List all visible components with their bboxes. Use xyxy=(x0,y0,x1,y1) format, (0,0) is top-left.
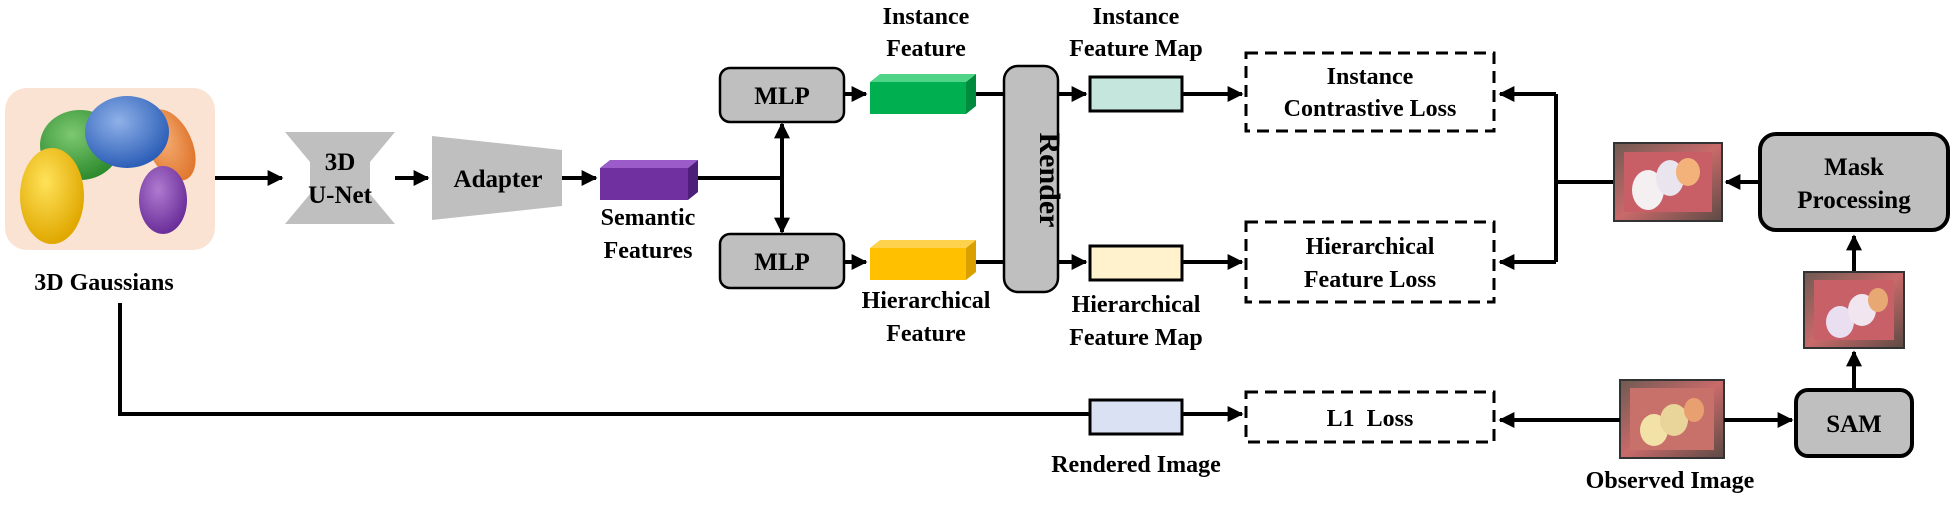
inst-loss-label-2: Contrastive Loss xyxy=(1284,96,1457,122)
mlp-bottom-label: MLP xyxy=(754,249,810,276)
unet-block xyxy=(285,132,395,224)
mask-processing-block xyxy=(1758,132,1950,232)
gaussians-label: 3D Gaussians xyxy=(34,270,173,296)
instance-map-label-1: Instance xyxy=(1093,4,1180,30)
observed-image-label: Observed Image xyxy=(1586,468,1755,494)
semantic-label-2: Features xyxy=(604,238,693,264)
inst-loss-label-1: Instance xyxy=(1327,64,1414,90)
purple-gaussian xyxy=(139,166,187,234)
blue-gaussian xyxy=(85,96,169,168)
instance-feature-map xyxy=(1088,75,1184,113)
instance-feature-label-2: Feature xyxy=(886,36,966,62)
hier-feature-label-2: Feature xyxy=(886,321,966,347)
adapter-label: Adapter xyxy=(454,166,543,193)
semantic-label-1: Semantic xyxy=(601,205,696,231)
instance-map-label-2: Feature Map xyxy=(1069,36,1203,62)
hier-loss-label-2: Feature Loss xyxy=(1304,267,1436,293)
render-label: Render xyxy=(1033,133,1066,228)
gaussians-panel xyxy=(5,88,215,250)
mlp-top-label: MLP xyxy=(754,83,810,110)
instance-feature-label-1: Instance xyxy=(883,4,970,30)
yellow-gaussian xyxy=(20,148,84,244)
sam-block xyxy=(1794,388,1914,458)
render-block xyxy=(1002,64,1060,294)
hierarchical-feature-cuboid xyxy=(870,240,976,280)
mask-processing-label-2: Processing xyxy=(1797,187,1911,214)
hier-map-label-1: Hierarchical xyxy=(1072,292,1201,318)
unet-label-1: 3D xyxy=(325,149,356,176)
unet-label-2: U-Net xyxy=(308,182,373,209)
adapter-block xyxy=(432,136,562,220)
instance-feature-cuboid xyxy=(870,74,976,114)
hier-loss-label-1: Hierarchical xyxy=(1306,234,1435,260)
hier-feature-loss-box xyxy=(1244,220,1496,304)
mask-processing-label-1: Mask xyxy=(1824,154,1884,181)
observed-image xyxy=(1619,379,1725,459)
rendered-image-box xyxy=(1088,398,1184,436)
instance-contrastive-loss-box xyxy=(1244,51,1496,133)
semantic-feature-cuboid xyxy=(600,160,698,200)
l1-loss-label: L1 Loss xyxy=(1327,406,1414,432)
rendered-image-label: Rendered Image xyxy=(1051,452,1221,478)
hier-feature-label-1: Hierarchical xyxy=(862,288,991,314)
sam-label: SAM xyxy=(1826,411,1882,438)
hier-map-label-2: Feature Map xyxy=(1069,325,1203,351)
hier-feature-map xyxy=(1088,244,1184,282)
l1-loss-box xyxy=(1244,390,1496,444)
sam-mask-image xyxy=(1803,271,1905,349)
processed-mask-image xyxy=(1613,142,1723,222)
